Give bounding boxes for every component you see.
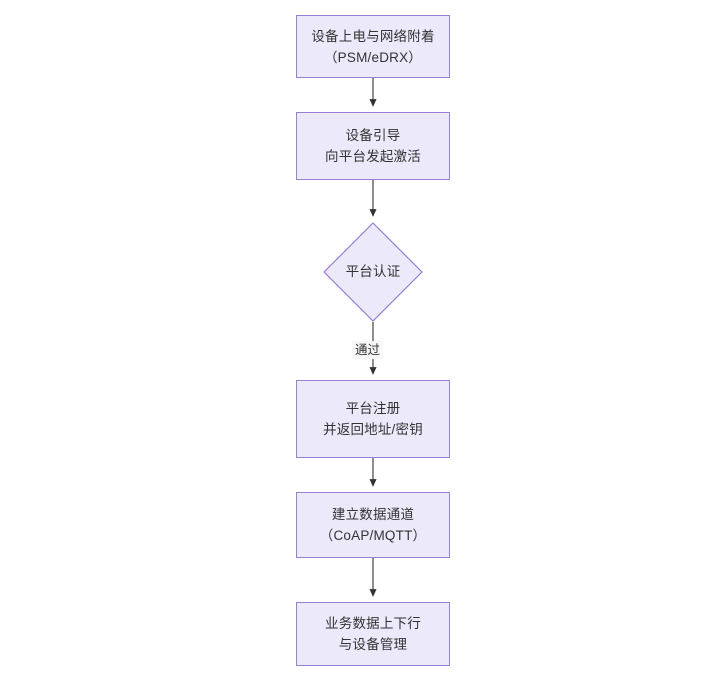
node-platform-auth-label: 平台认证	[345, 264, 401, 279]
diamond-shape-icon	[323, 222, 423, 322]
node-platform-auth-decision[interactable]: 平台认证	[323, 222, 423, 322]
node-data-channel[interactable]: 建立数据通道 （CoAP/MQTT）	[296, 492, 450, 558]
node-service-data[interactable]: 业务数据上下行 与设备管理	[296, 602, 450, 666]
edge-label-pass: 通过	[352, 341, 384, 359]
node-data-channel-label: 建立数据通道 （CoAP/MQTT）	[319, 507, 427, 543]
node-platform-register[interactable]: 平台注册 并返回地址/密钥	[296, 380, 450, 458]
node-bootstrap[interactable]: 设备引导 向平台发起激活	[296, 112, 450, 180]
node-bootstrap-label: 设备引导 向平台发起激活	[325, 128, 421, 164]
node-platform-register-label: 平台注册 并返回地址/密钥	[323, 401, 423, 437]
node-power-on[interactable]: 设备上电与网络附着 （PSM/eDRX）	[296, 15, 450, 78]
node-service-data-label: 业务数据上下行 与设备管理	[325, 616, 421, 652]
node-power-on-label: 设备上电与网络附着 （PSM/eDRX）	[311, 28, 435, 65]
